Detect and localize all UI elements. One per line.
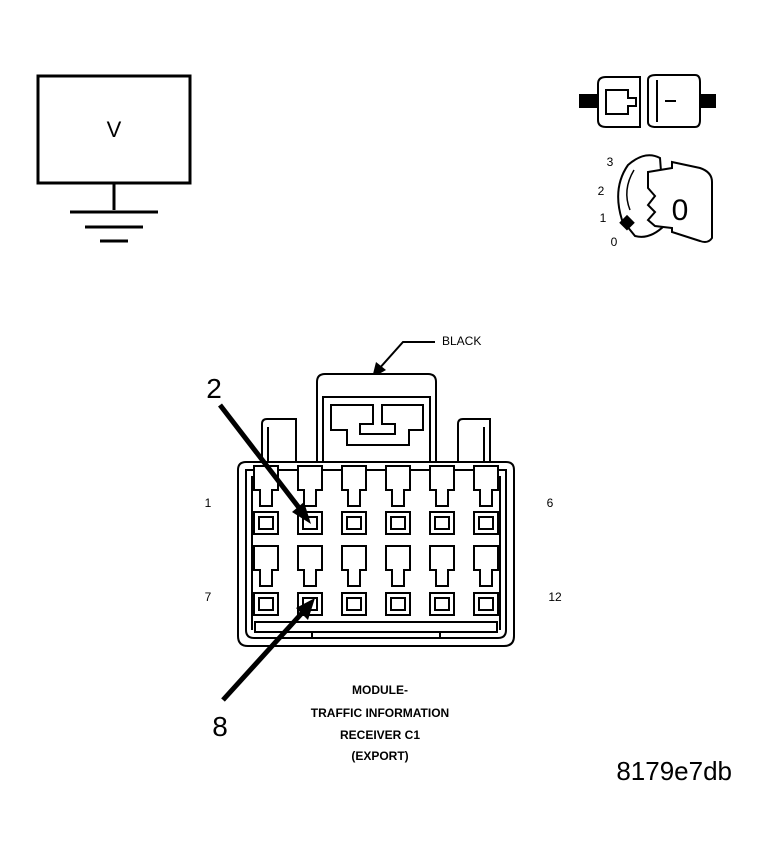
ignition-position-0: 0: [611, 235, 618, 249]
ignition-key-symbol: 0: [672, 194, 689, 227]
pin-cavity-inner: [478, 597, 494, 611]
pin-cavity-inner: [346, 597, 362, 611]
pin-cavities: [253, 465, 499, 616]
terminal-latch: [473, 465, 499, 507]
terminal-latch: [385, 465, 411, 507]
figure-id: 8179e7db: [616, 756, 732, 786]
pin-cavity-inner: [478, 516, 494, 530]
connector-title-line-3: RECEIVER C1: [340, 728, 420, 742]
terminal-latch: [341, 545, 367, 587]
callout-pin-2: 2: [206, 373, 222, 404]
terminal-latch: [297, 465, 323, 507]
pin-cavity-inner: [346, 516, 362, 530]
terminal-latch: [341, 465, 367, 507]
pin-cavity-inner: [434, 516, 450, 530]
connector-title-line-1: MODULE-: [352, 683, 408, 697]
pin-cavity-inner: [434, 597, 450, 611]
meter-symbol-label: V: [107, 117, 122, 142]
ignition-position-1: 1: [600, 211, 607, 225]
terminal-latch: [473, 545, 499, 587]
terminal-latch: [429, 465, 455, 507]
callout-pin-8: 8: [212, 711, 228, 742]
pin-cavity-inner: [390, 516, 406, 530]
connector-title-line-2: TRAFFIC INFORMATION: [311, 706, 449, 720]
pin-cavity-inner: [258, 597, 274, 611]
terminal-latch: [297, 545, 323, 587]
ignition-position-3: 3: [607, 155, 614, 169]
callout-arrow-bottom: [221, 598, 315, 702]
pin-label-6: 6: [547, 496, 554, 510]
pin-label-1: 1: [205, 496, 212, 510]
terminal-latch: [253, 545, 279, 587]
voltmeter-symbol: [36, 74, 192, 243]
pin-label-7: 7: [205, 590, 212, 604]
connector-color-label: BLACK: [442, 334, 481, 348]
ignition-key-icon: [617, 154, 713, 243]
pin-cavity-inner: [390, 597, 406, 611]
pin-cavity-inner: [258, 516, 274, 530]
plug-icon: [579, 74, 716, 128]
pin-label-12: 12: [548, 590, 562, 604]
connector-housing: [237, 373, 515, 647]
ignition-position-2: 2: [598, 184, 605, 198]
connector-title-line-4: (EXPORT): [351, 749, 408, 763]
terminal-latch: [385, 545, 411, 587]
color-leader-line: [377, 341, 435, 371]
callout-arrow-top: [218, 403, 311, 524]
terminal-latch: [429, 545, 455, 587]
